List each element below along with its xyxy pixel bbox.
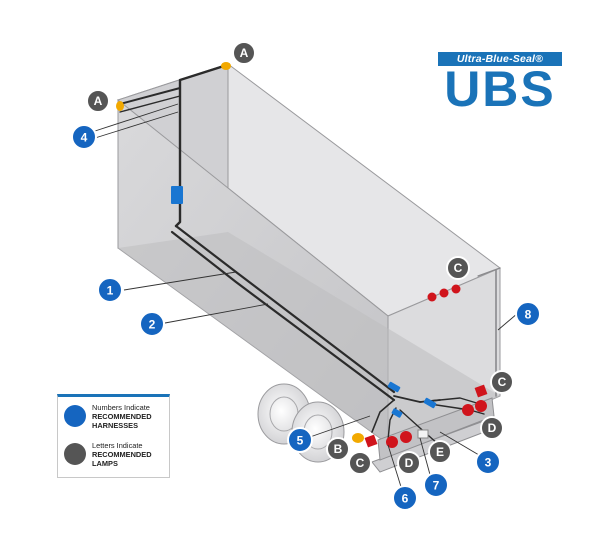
lamp-callouts: A A B C C C D D [86,41,514,475]
callout-6: 6 [392,485,418,511]
callout-3: 3 [475,449,501,475]
trailer-floor [118,232,500,444]
lamp-license [417,429,429,439]
harness-front-top-2 [119,95,181,113]
callout-3-label: 3 [485,456,492,470]
lamp-stop-tail-right-1 [462,404,474,416]
legend: Numbers Indicate RECOMMENDED HARNESSES L… [57,394,170,478]
legend-lamp-dot [64,443,86,465]
callout-c-right: C [490,370,514,394]
callout-a-top-label: A [240,46,249,60]
callout-2-label: 2 [149,318,156,332]
harness-callouts: 1 2 3 4 5 6 7 8 [71,124,541,511]
lamp-stop-tail-right-2 [475,400,487,412]
lamps [116,62,488,448]
callout-d-right: D [480,416,504,440]
leader-8 [497,312,519,331]
callout-5-label: 5 [297,434,304,448]
harness-front-vertical [174,64,226,228]
lamp-clearance-front-right [221,62,231,70]
callout-6-label: 6 [402,492,409,506]
callout-1-label: 1 [107,284,114,298]
legend-numbers-line1: Numbers Indicate [92,403,150,412]
callout-a-left-label: A [94,94,103,108]
callout-d-right-label: D [488,421,497,435]
rear-connector-3 [391,408,403,418]
callout-a-left: A [86,89,110,113]
callout-d-left: D [397,451,421,475]
callout-b-label: B [334,442,343,456]
callout-c-left: C [348,451,372,475]
callout-4: 4 [71,124,97,150]
legend-letters-line1: Letters Indicate [92,441,143,450]
lamp-stop-tail-left-1 [386,436,398,448]
legend-letters: Letters Indicate RECOMMENDED LAMPS [64,439,168,473]
callout-8: 8 [515,301,541,327]
harness-rear-left [371,399,395,433]
leader-4a [94,103,179,132]
rear-connector-1 [387,381,401,393]
leader-2 [164,303,269,324]
trailer-body [116,63,501,445]
logo-tagline: Ultra-Blue-Seal® [438,52,562,66]
callout-c-roof: C [446,256,470,280]
lamp-id-right [451,284,461,294]
harness-front-top [119,87,181,105]
callout-1: 1 [97,277,123,303]
lamp-rear-clearance-left [364,434,378,448]
lamp-id-left [427,292,437,302]
callout-d-left-label: D [405,456,414,470]
callout-5: 5 [287,427,313,453]
lamp-id-center [439,288,449,298]
legend-letters-text: Letters Indicate RECOMMENDED LAMPS [92,441,152,468]
harness-main-2 [170,230,396,402]
callout-7: 7 [423,472,449,498]
legend-numbers-line2: RECOMMENDED [92,412,152,421]
leader-lines [94,103,519,491]
legend-numbers: Numbers Indicate RECOMMENDED HARNESSES [64,401,168,435]
callout-4-label: 4 [81,131,88,145]
lamp-stop-tail-left-2 [400,431,412,443]
rear-connector-2 [423,397,437,409]
callout-7-label: 7 [433,479,440,493]
legend-letters-line2: RECOMMENDED [92,450,152,459]
callout-c-roof-label: C [454,261,463,275]
lamp-clearance-front-left [116,101,124,111]
callout-b: B [326,437,350,461]
legend-numbers-line3: HARNESSES [92,421,138,430]
leader-3 [439,431,485,459]
callout-c-left-label: C [356,456,365,470]
callout-e-label: E [436,445,444,459]
callout-c-right-label: C [498,375,507,389]
callout-e: E [428,440,452,464]
callout-a-top: A [232,41,256,65]
leader-1 [123,271,237,291]
leader-5 [309,415,371,438]
callout-2: 2 [139,311,165,337]
callout-8-label: 8 [525,308,532,322]
leader-6 [387,444,403,491]
logo-wordmark: UBS [444,61,556,117]
leader-4b [94,111,179,139]
legend-letters-line3: LAMPS [92,459,118,468]
lamp-rear-clearance-right [474,384,488,398]
harness-rear-right [419,397,481,405]
legend-numbers-text: Numbers Indicate RECOMMENDED HARNESSES [92,403,152,430]
harness-rear-center [399,409,439,445]
junction-box-connector [171,186,183,204]
lamp-side-marker [352,433,364,443]
harness-rear-top [477,267,501,277]
legend-harness-dot [64,405,86,427]
